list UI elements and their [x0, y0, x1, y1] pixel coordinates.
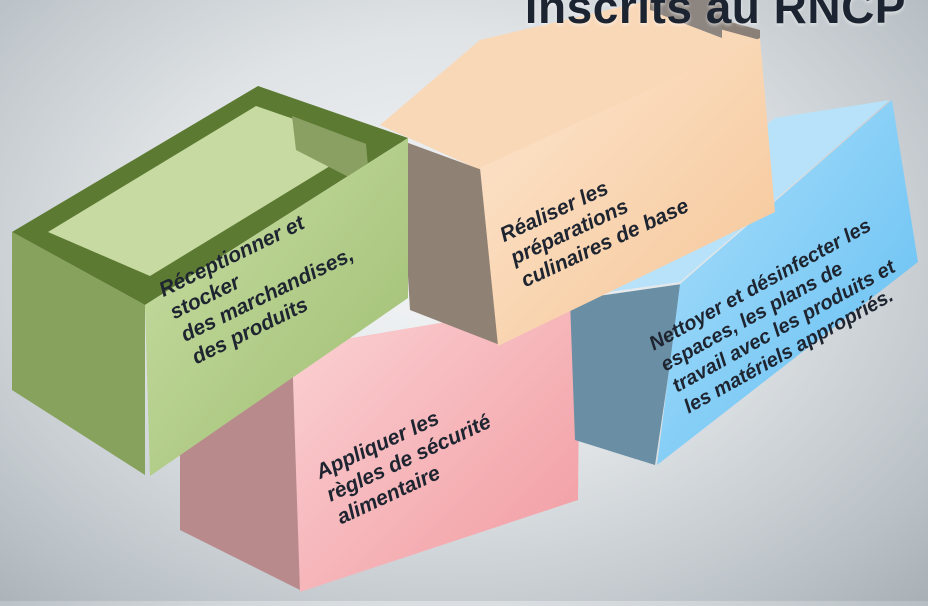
- block-nettoyer-side: [570, 284, 682, 465]
- block-receptionner: [12, 86, 408, 476]
- block-realiser-side: [400, 140, 500, 345]
- block-appliquer-face: [292, 298, 580, 592]
- block-realiser-face: [480, 38, 775, 346]
- block-nettoyer-face: [657, 100, 918, 465]
- block-receptionner-side: [12, 232, 145, 475]
- page-title: inscrits au RNCP: [524, 0, 906, 33]
- block-receptionner-inner-wall: [292, 116, 370, 188]
- block-receptionner-face: [145, 138, 408, 476]
- block-realiser-cavity: [654, 0, 722, 38]
- block-realiser-top: [380, 0, 760, 170]
- block-realiser: [380, 0, 775, 346]
- block-receptionner-opening: [48, 106, 366, 276]
